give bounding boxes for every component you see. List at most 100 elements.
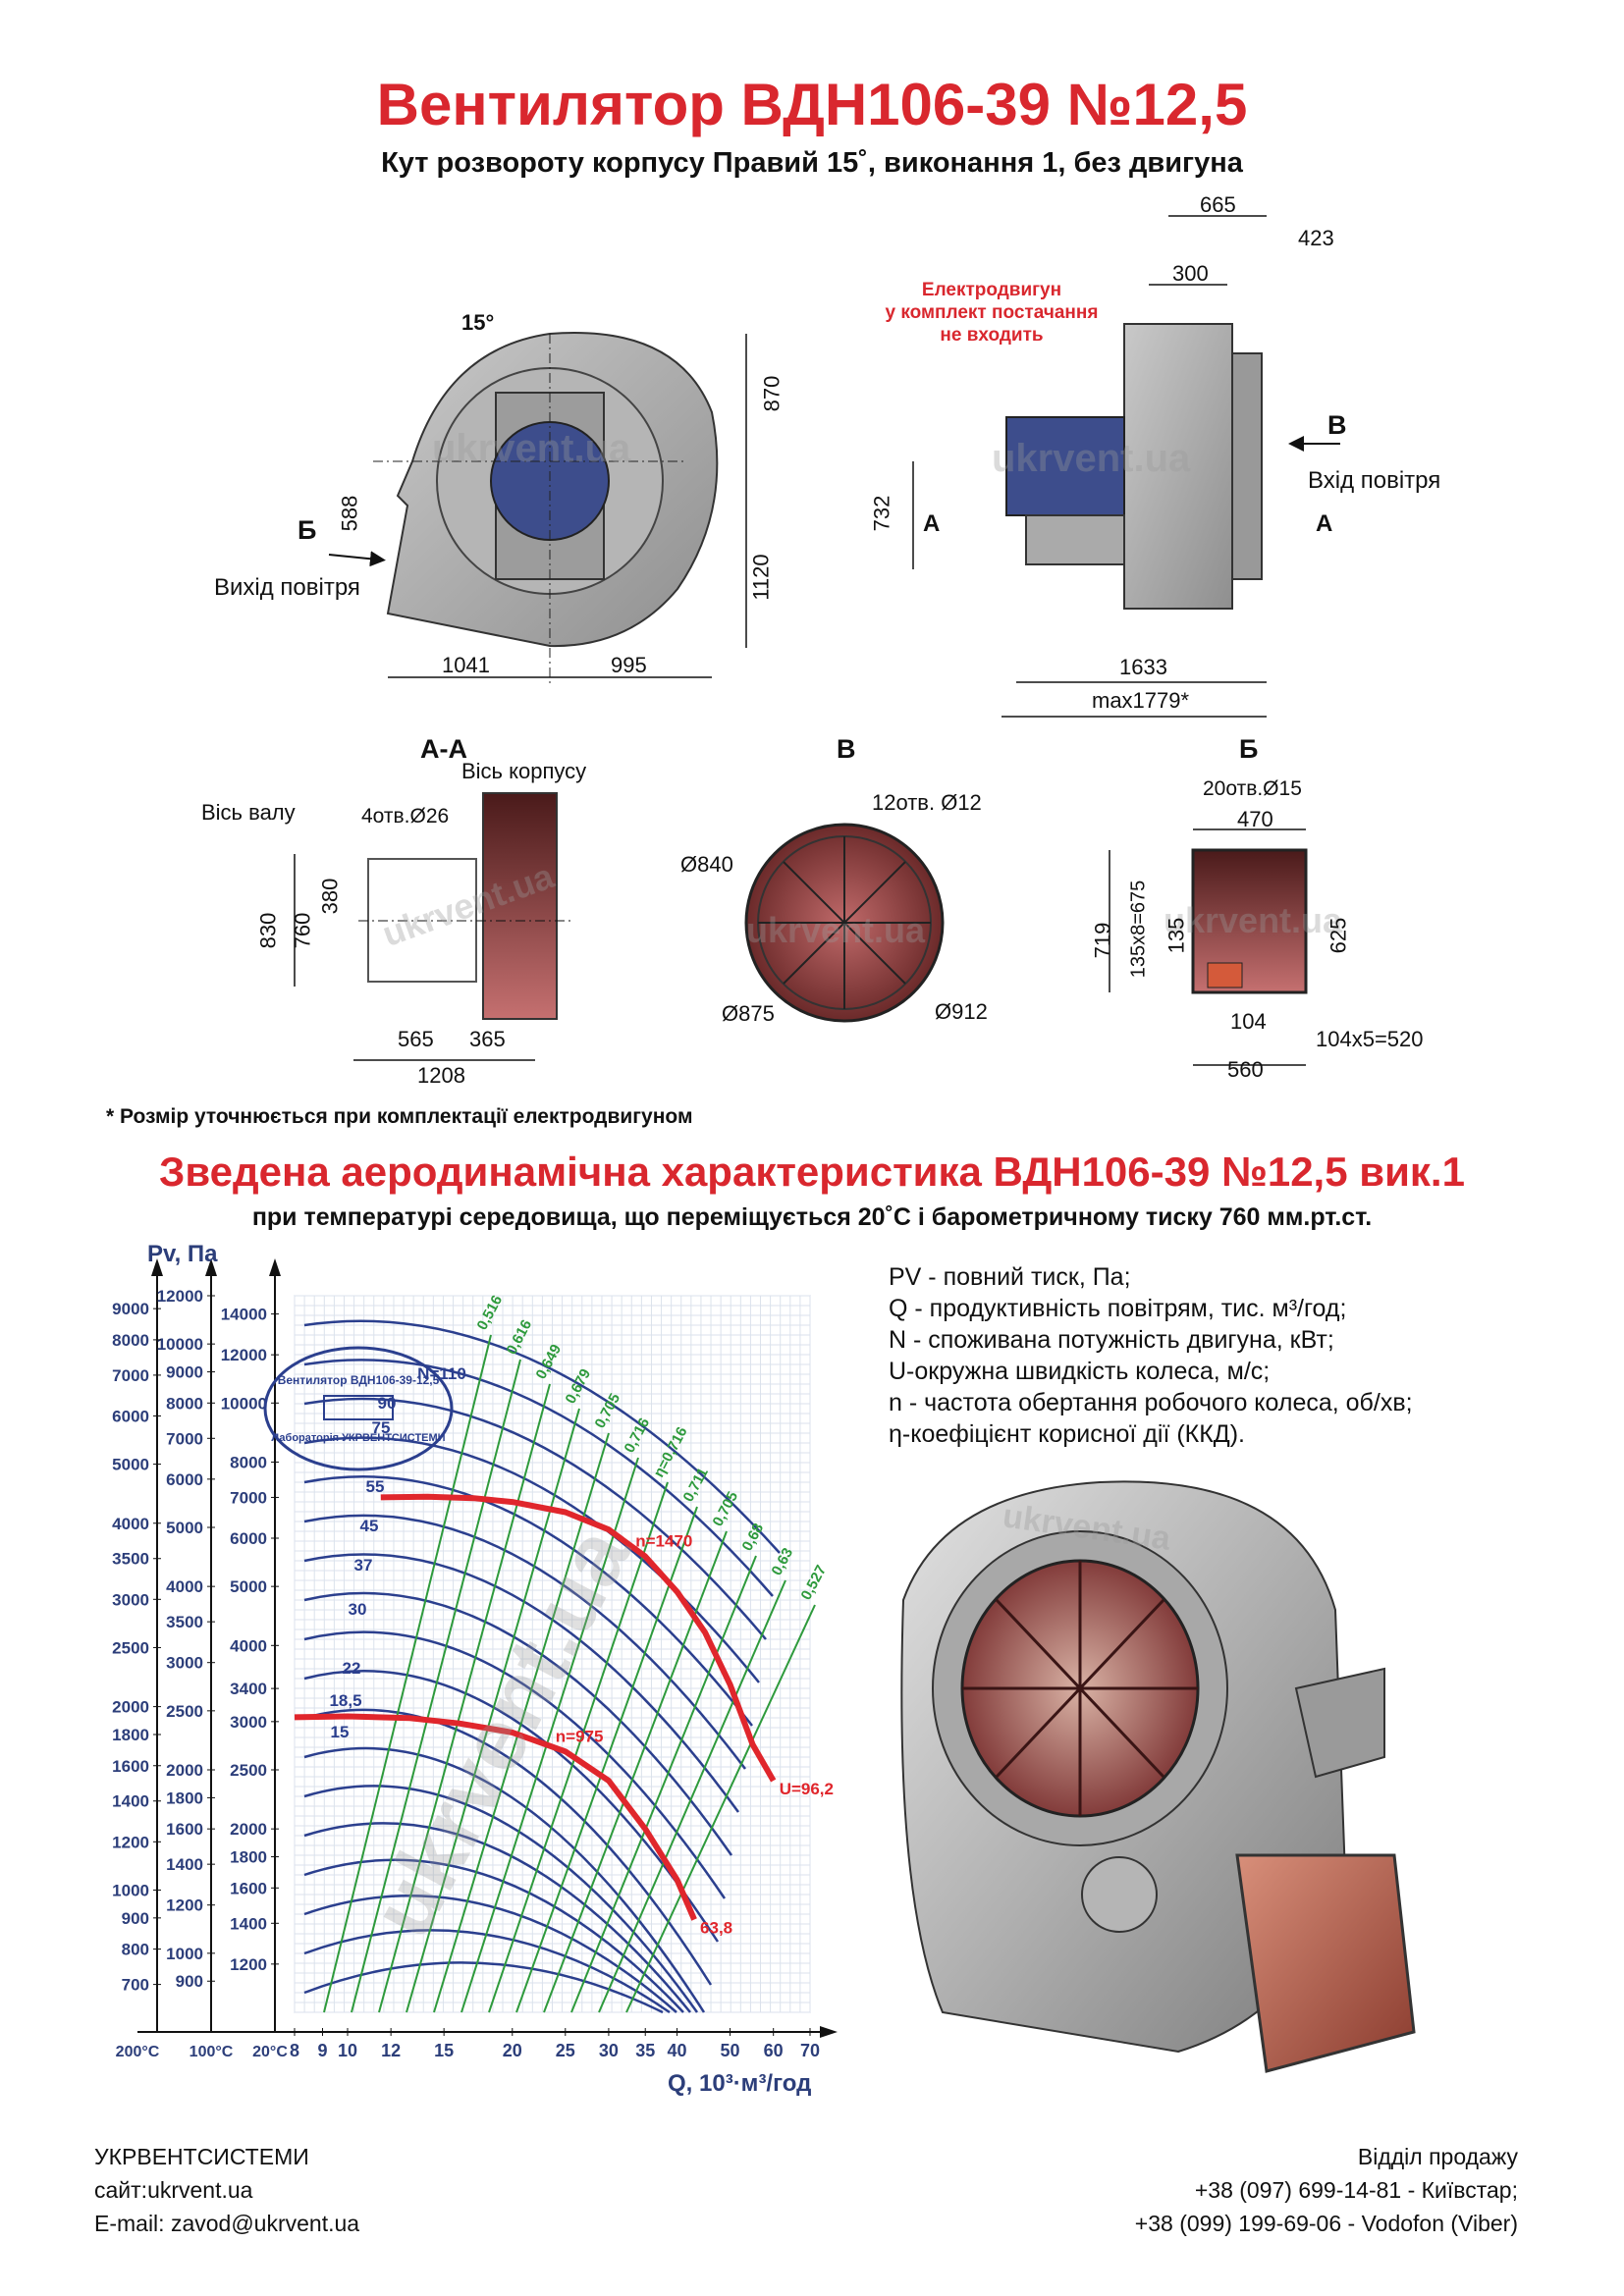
power-label: 75 (372, 1418, 391, 1437)
y-tick-label-20c: 1600 (230, 1879, 267, 1897)
lab-stamp-text: Вентилятор ВДН106-39-12,5 (278, 1373, 440, 1387)
y-tick-label-100c: 7000 (166, 1429, 203, 1448)
phone-kyivstar[interactable]: +38 (097) 699-14-81 - Київстар; (1194, 2177, 1518, 2203)
curve-end-label: U=96,2 (780, 1780, 834, 1798)
power-label: 30 (349, 1600, 367, 1619)
y-tick-label-200c: 3000 (112, 1590, 149, 1609)
y-tick-label-100c: 1400 (166, 1855, 203, 1874)
footnote: * Розмір уточнюється при комплектації ел… (106, 1105, 693, 1128)
y-tick-label-20c: 5000 (230, 1577, 267, 1596)
y-axis-arrow (205, 1258, 217, 1276)
temperature-label: 20°C (252, 2044, 288, 2060)
y-tick-label-100c: 6000 (166, 1470, 203, 1489)
y-tick-label-100c: 1600 (166, 1820, 203, 1839)
chart-section-subtitle: при температурі середовища, що переміщує… (251, 1203, 1373, 1231)
dim-470: 470 (1237, 807, 1273, 831)
y-tick-label-20c: 2000 (230, 1820, 267, 1839)
speed-curve (303, 1708, 713, 1986)
diam-912: Ø912 (935, 999, 988, 1024)
y-tick-label-20c: 4000 (230, 1636, 267, 1655)
dim-365: 365 (469, 1027, 506, 1051)
lab-stamp-text: Лабораторія УКРВЕНТСИСТЕМИ (271, 1432, 445, 1444)
dim-104x5: 104х5=520 (1316, 1027, 1424, 1051)
temperature-label: 100°C (189, 2044, 234, 2060)
dim-423: 423 (1298, 226, 1334, 250)
power-label: 55 (366, 1477, 385, 1496)
efficiency-line (598, 1579, 786, 2013)
y-tick-label-100c: 3000 (166, 1654, 203, 1673)
y-tick-label-200c: 4000 (112, 1515, 149, 1533)
speed-curve (303, 1785, 699, 2013)
y-tick-label-100c: 2000 (166, 1761, 203, 1780)
dim-719: 719 (1090, 922, 1115, 959)
speed-curve (303, 1591, 733, 1856)
y-tick-label-100c: 3500 (166, 1613, 203, 1631)
y-tick-label-200c: 1000 (112, 1881, 149, 1899)
y-tick-label-100c: 5000 (166, 1519, 203, 1537)
dim-1633: 1633 (1119, 655, 1167, 679)
y-tick-label-200c: 6000 (112, 1407, 149, 1425)
site-link[interactable]: сайт:ukrvent.ua (94, 2177, 253, 2203)
y-tick-label-100c: 9000 (166, 1363, 203, 1382)
efficiency-line (323, 1334, 492, 2013)
x-axis-title: Q, 10³·м³/год (668, 2070, 811, 2097)
speed-curve (303, 1514, 746, 1770)
footer-contacts-left: УКРВЕНТСИСТЕМИ сайт:ukrvent.ua E-mail: z… (94, 2140, 359, 2240)
legend-item: η-коефіцієнт корисної дії (ККД). (889, 1420, 1245, 1448)
efficiency-line (515, 1506, 698, 2013)
legend-item: U-окружна швидкість колеса, м/с; (889, 1358, 1271, 1385)
y-tick-label-100c: 8000 (166, 1394, 203, 1413)
y-tick-label-100c: 900 (176, 1972, 203, 1991)
performance-curve (294, 1713, 697, 1921)
y-tick-label-200c: 2000 (112, 1698, 149, 1717)
section-mark-v: В (1327, 410, 1347, 440)
inlet-label: Вхід повітря (1308, 467, 1441, 494)
power-label: 18,5 (329, 1691, 361, 1710)
y-tick-label-200c: 5000 (112, 1456, 149, 1474)
speed-curve (303, 1553, 740, 1813)
dim-135x8: 135х8=675 (1127, 880, 1150, 979)
legend: PV - повний тиск, Па; Q - продуктивність… (889, 1261, 1413, 1450)
section-mark-a-right: А (1316, 510, 1333, 537)
x-tick-label: 20 (503, 2041, 522, 2060)
y-tick-label-200c: 2500 (112, 1638, 149, 1657)
y-axis-title: Pv, Па (147, 1241, 218, 1267)
legend-item: N - споживана потужність двигуна, кВт; (889, 1326, 1334, 1354)
y-tick-label-20c: 8000 (230, 1453, 267, 1471)
diam-840: Ø840 (680, 852, 733, 877)
power-label: 15 (331, 1723, 350, 1741)
y-tick-label-200c: 8000 (112, 1331, 149, 1350)
legend-item: PV - повний тиск, Па; (889, 1263, 1131, 1291)
y-tick-label-20c: 1800 (230, 1848, 267, 1867)
y-tick-label-20c: 14000 (221, 1306, 267, 1324)
efficiency-line (625, 1604, 816, 2013)
email-link[interactable]: E-mail: zavod@ukrvent.ua (94, 2211, 360, 2236)
y-tick-label-20c: 7000 (230, 1488, 267, 1507)
page-subtitle: Кут розвороту корпусу Правий 15˚, викона… (381, 147, 1243, 179)
power-label: 45 (360, 1517, 379, 1535)
speed-curve (303, 1436, 760, 1683)
y-tick-label-20c: 1400 (230, 1914, 267, 1933)
y-tick-label-20c: 12000 (221, 1346, 267, 1364)
efficiency-line (378, 1383, 551, 2013)
y-tick-label-100c: 2500 (166, 1702, 203, 1721)
x-tick-label: 10 (338, 2041, 357, 2060)
holes-v: 12отв. Ø12 (872, 790, 982, 815)
section-v (744, 823, 945, 1023)
dim-732: 732 (869, 495, 894, 532)
y-tick-label-200c: 900 (122, 1909, 149, 1928)
watermark: ukrvent.ua (992, 437, 1191, 480)
speed-curve (303, 1858, 684, 2013)
speed-curve (303, 1397, 767, 1640)
y-tick-label-100c: 10000 (157, 1335, 203, 1354)
x-tick-label: 25 (556, 2041, 575, 2060)
phone-vodafone[interactable]: +38 (099) 199-69-06 - Vodofon (Viber) (1134, 2211, 1518, 2236)
x-tick-label: 50 (721, 2041, 740, 2060)
section-v-title: В (837, 734, 856, 764)
y-tick-label-20c: 3000 (230, 1713, 267, 1732)
technical-drawings: ukrvent.ua ukrvent.ua ukrvent.ua ukrvent… (294, 215, 1343, 1066)
section-mark-a-left: А (923, 510, 941, 537)
footer-contacts-right: Відділ продажу +38 (097) 699-14-81 - Киї… (1135, 2140, 1518, 2240)
performance-curve (380, 1493, 777, 1783)
dim-760: 760 (290, 912, 315, 949)
